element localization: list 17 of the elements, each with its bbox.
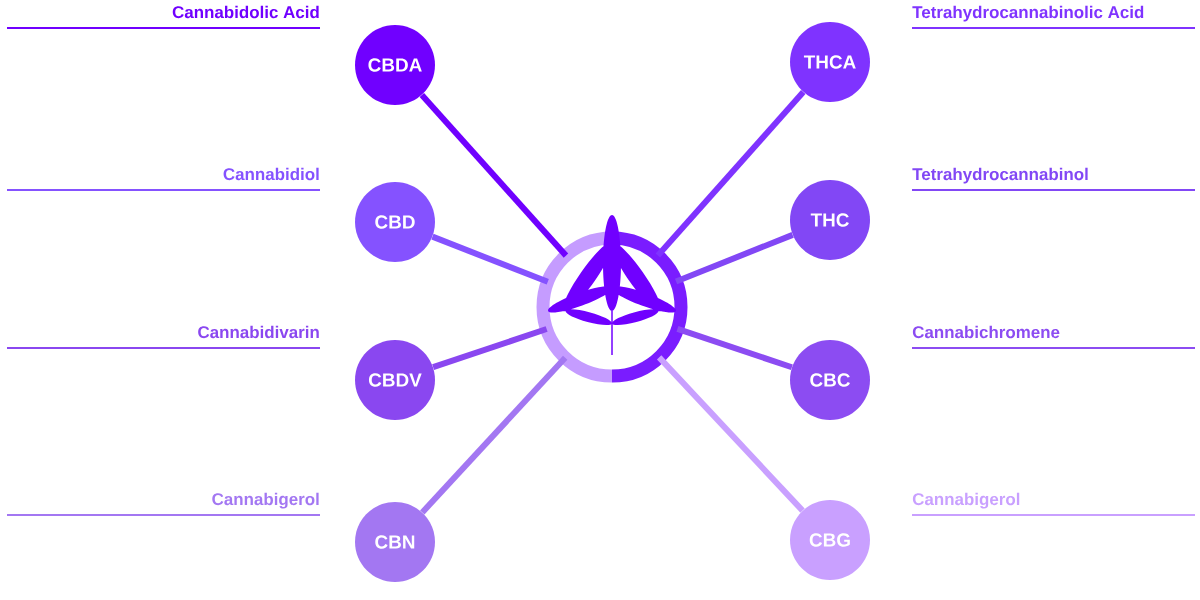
connector-line: [432, 326, 548, 371]
name-label: Cannabichromene: [912, 325, 1060, 339]
name-label: Cannabigerol: [212, 492, 319, 509]
name-label: Cannabidivarin: [198, 325, 319, 339]
connector-line: [420, 355, 568, 515]
name-label: Cannabigerol: [912, 492, 1020, 509]
name-label: Cannabidolic Acid: [172, 5, 319, 19]
hub-circle: [536, 231, 688, 383]
name-label: Tetrahydrocannabinol: [912, 167, 1088, 184]
connector-line: [656, 355, 805, 513]
connector-line: [655, 90, 806, 258]
connector-line: [419, 92, 569, 258]
name-label: Cannabidiol: [223, 167, 319, 181]
connector-line: [431, 233, 549, 285]
name-label: Tetrahydrocannabinolic Acid: [912, 5, 1144, 22]
connector-line: [674, 232, 794, 285]
connector-line: [676, 326, 793, 371]
